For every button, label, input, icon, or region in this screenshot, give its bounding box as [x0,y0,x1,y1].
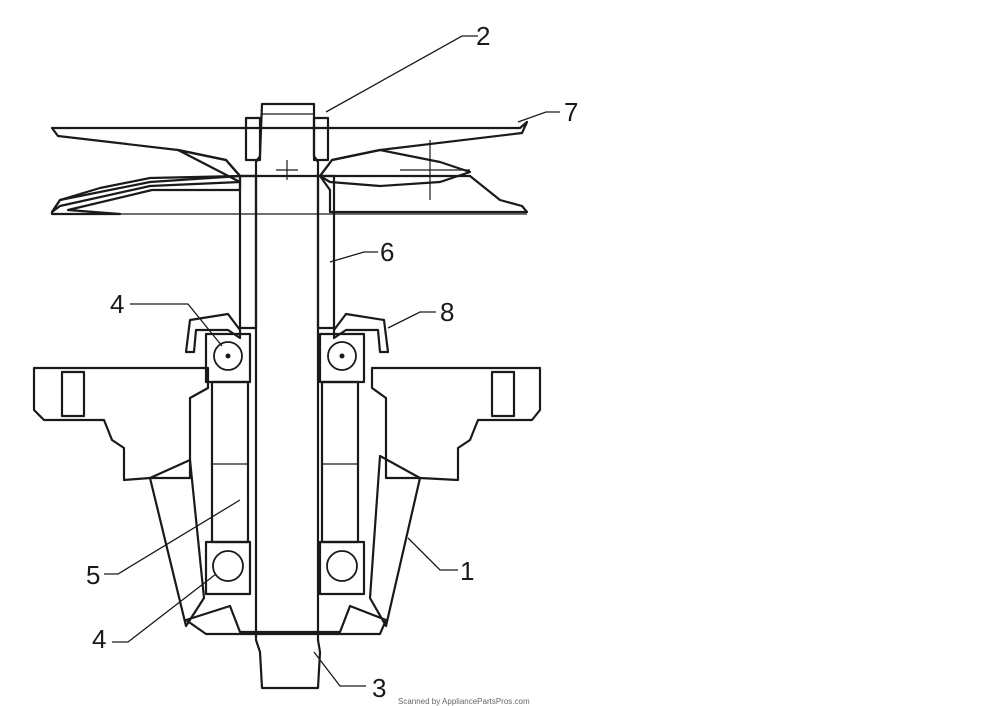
bearing-lower-right [318,540,366,596]
footer-text: Scanned by AppliancePartsPros.com [398,697,530,706]
label-part-2: 2 [476,21,490,51]
bearing-cap [184,312,390,354]
label-part-4-lower: 4 [92,624,106,654]
shaft-sleeve [238,174,336,330]
leader-lines [104,35,560,687]
bearing-lower-left [204,540,252,596]
bearing-spacer [210,380,360,544]
label-part-8: 8 [440,297,454,327]
shaft-washer [244,116,330,162]
label-part-4-upper: 4 [110,289,124,319]
spindle-housing [32,366,542,636]
pulley [50,120,529,216]
label-part-1: 1 [460,556,474,586]
label-part-3: 3 [372,673,386,703]
label-part-6: 6 [380,237,394,267]
label-part-5: 5 [86,560,100,590]
spindle-shaft [254,102,322,690]
label-part-7: 7 [564,97,578,127]
bearing-upper-left [204,332,252,384]
bearing-upper-right [318,332,366,384]
